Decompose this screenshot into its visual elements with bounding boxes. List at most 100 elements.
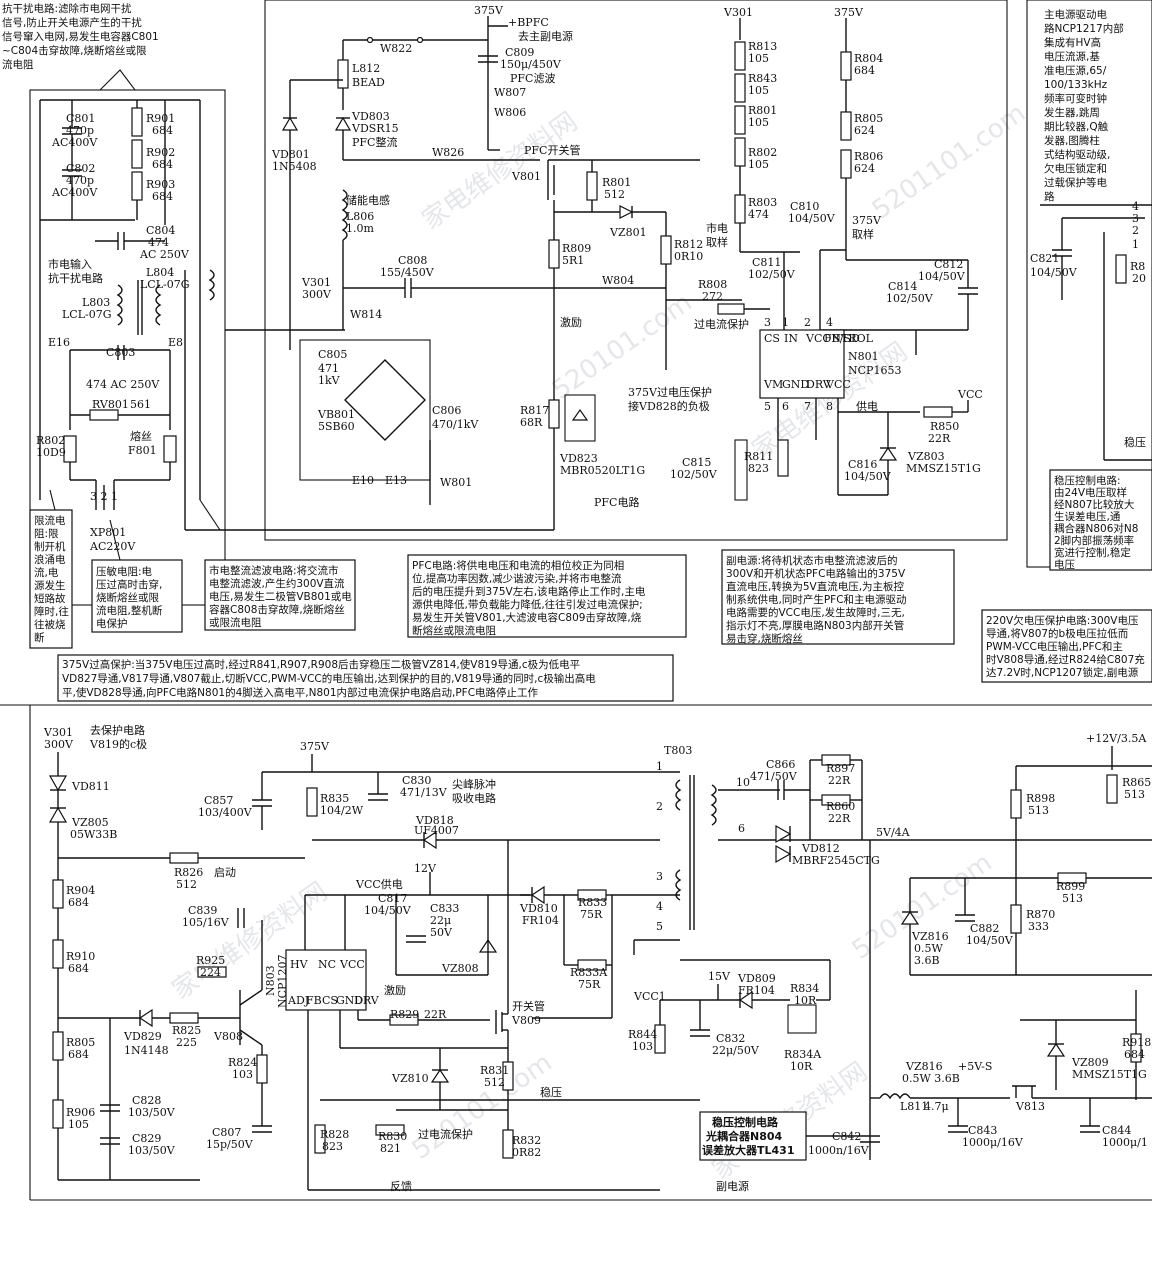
svg-text:压过高时击穿,: 压过高时击穿, bbox=[96, 578, 162, 591]
svg-text:流,电: 流,电 bbox=[34, 566, 59, 579]
svg-text:W822: W822 bbox=[380, 42, 412, 55]
svg-text:C810: C810 bbox=[790, 200, 819, 213]
note-pfc-box bbox=[407, 554, 687, 638]
svg-text:300V: 300V bbox=[302, 288, 332, 301]
svg-text:C833: C833 bbox=[430, 902, 459, 915]
svg-text:823: 823 bbox=[322, 1140, 343, 1153]
svg-text:8: 8 bbox=[826, 400, 833, 413]
svg-text:FR104: FR104 bbox=[738, 984, 775, 997]
svg-text:副电源: 副电源 bbox=[716, 1179, 749, 1193]
svg-text:VZ801: VZ801 bbox=[609, 226, 647, 239]
note-375ov: 375V过高保护:当375V电压过高时,经过R841,R907,R908后击穿稳… bbox=[62, 658, 596, 699]
svg-text:C817: C817 bbox=[378, 892, 407, 905]
svg-text:发器,图腾柱: 发器,图腾柱 bbox=[1044, 134, 1100, 147]
svg-text:VD811: VD811 bbox=[71, 780, 110, 793]
svg-text:R860: R860 bbox=[826, 800, 855, 813]
svg-text:RV801: RV801 bbox=[92, 398, 129, 411]
svg-text:VM: VM bbox=[763, 378, 783, 391]
svg-text:NCP1653: NCP1653 bbox=[848, 364, 901, 377]
svg-text:22μ: 22μ bbox=[430, 914, 451, 927]
svg-text:105: 105 bbox=[68, 1118, 89, 1131]
svg-text:L803: L803 bbox=[82, 296, 110, 309]
svg-text:频率可变时钟: 频率可变时钟 bbox=[1044, 92, 1107, 105]
svg-text:75R: 75R bbox=[578, 978, 601, 991]
svg-text:HV: HV bbox=[290, 958, 309, 971]
svg-text:5: 5 bbox=[764, 400, 771, 413]
svg-text:耦合器N806对N8: 耦合器N806对N8 bbox=[1054, 522, 1138, 535]
svg-text:10D9: 10D9 bbox=[36, 446, 66, 459]
aux-startup: V301 300V 去保护电路 V819的c极 VD811 VZ805 05W3… bbox=[43, 723, 305, 1181]
svg-text:V809: V809 bbox=[511, 1014, 541, 1027]
svg-text:光耦合器N804: 光耦合器N804 bbox=[705, 1129, 783, 1143]
svg-text:R902: R902 bbox=[146, 146, 175, 159]
svg-text:过电流保护: 过电流保护 bbox=[418, 1127, 473, 1141]
svg-text:稳压: 稳压 bbox=[1124, 435, 1146, 449]
svg-text:W826: W826 bbox=[432, 146, 464, 159]
svg-text:F801: F801 bbox=[128, 444, 157, 457]
svg-text:LCL-07G: LCL-07G bbox=[140, 278, 190, 291]
svg-text:1000μ/1: 1000μ/1 bbox=[1102, 1136, 1148, 1149]
svg-text:513: 513 bbox=[1124, 788, 1145, 801]
note-aux: 副电源:将待机状态市电整流滤波后的 300V和开机状态PFC电路输出的375V … bbox=[726, 554, 907, 645]
svg-text:224: 224 bbox=[200, 966, 221, 979]
svg-text:150μ/450V: 150μ/450V bbox=[500, 58, 562, 71]
svg-text:474: 474 bbox=[748, 208, 769, 221]
svg-text:~C804击穿故障,烧断熔丝或限: ~C804击穿故障,烧断熔丝或限 bbox=[2, 44, 147, 57]
bridge-pfc-power: 375V +BPFC 去主副电源 W822 C809 150μ/450V PFC… bbox=[184, 4, 742, 531]
note-ncp1217: 主电源驱动电 路NCP1217内部 集成有HV高 电压流源,基 准电压源,65/… bbox=[1044, 8, 1124, 203]
svg-text:104/50V: 104/50V bbox=[364, 904, 412, 917]
note-limit: 限流电 阻:限 制开机 浪涌电 流,电 源发生 短路故 障时,往 往被烧 断 bbox=[34, 514, 69, 644]
svg-text:375V过高保护:当375V电压过高时,经过R841,R90: 375V过高保护:当375V电压过高时,经过R841,R907,R908后击穿稳… bbox=[62, 658, 580, 671]
svg-text:104/50V: 104/50V bbox=[844, 470, 892, 483]
svg-text:电压,易发生二极管VB801或电: 电压,易发生二极管VB801或电 bbox=[209, 590, 352, 603]
svg-text:103/400V: 103/400V bbox=[198, 806, 253, 819]
svg-text:1000μ/16V: 1000μ/16V bbox=[962, 1136, 1024, 1149]
svg-text:103/50V: 103/50V bbox=[128, 1106, 176, 1119]
svg-text:3.6B: 3.6B bbox=[914, 954, 940, 967]
svg-text:限流电: 限流电 bbox=[34, 514, 66, 527]
svg-text:式结构驱动级,: 式结构驱动级, bbox=[1044, 148, 1110, 161]
svg-text:信号,防止开关电源产生的干扰: 信号,防止开关电源产生的干扰 bbox=[2, 16, 142, 29]
svg-text:V301: V301 bbox=[43, 726, 73, 739]
svg-text:512: 512 bbox=[604, 188, 625, 201]
svg-text:GND: GND bbox=[336, 994, 363, 1007]
svg-text:尖峰脉冲: 尖峰脉冲 bbox=[452, 777, 496, 791]
svg-text:期比较器,Q触: 期比较器,Q触 bbox=[1044, 120, 1109, 133]
svg-text:VCC1: VCC1 bbox=[633, 990, 666, 1003]
svg-text:375V: 375V bbox=[834, 6, 864, 19]
svg-text:易发生开关管V801,大滤波电容C809击穿故障,烧: 易发生开关管V801,大滤波电容C809击穿故障,烧 bbox=[412, 611, 642, 624]
svg-text:启动: 启动 bbox=[214, 866, 236, 879]
svg-text:副电源:将待机状态市电整流滤波后的: 副电源:将待机状态市电整流滤波后的 bbox=[726, 554, 898, 567]
svg-text:R898: R898 bbox=[1026, 792, 1055, 805]
note-220uv: 220V欠电压保护电路:300V电压 导通,将V807的b极电压拉低而 PWM-… bbox=[986, 614, 1145, 679]
svg-text:6: 6 bbox=[738, 822, 745, 835]
svg-text:电保护: 电保护 bbox=[96, 617, 128, 630]
svg-text:PFC滤波: PFC滤波 bbox=[510, 72, 555, 85]
svg-text:VZ816: VZ816 bbox=[911, 930, 949, 943]
svg-text:VD809: VD809 bbox=[737, 972, 776, 985]
svg-text:R834A: R834A bbox=[784, 1048, 822, 1061]
svg-text:达7.2V时,NCP1207锁定,副电源: 达7.2V时,NCP1207锁定,副电源 bbox=[986, 666, 1139, 679]
svg-text:5: 5 bbox=[656, 920, 663, 933]
svg-text:R844: R844 bbox=[628, 1028, 657, 1041]
svg-text:VZ803: VZ803 bbox=[907, 450, 945, 463]
svg-text:512: 512 bbox=[176, 878, 197, 891]
svg-text:R906: R906 bbox=[66, 1106, 95, 1119]
svg-text:22R: 22R bbox=[424, 1008, 447, 1021]
svg-text:NC: NC bbox=[318, 958, 336, 971]
svg-text:C828: C828 bbox=[132, 1094, 161, 1107]
svg-text:PFC电路:将供电电压和电流的相位校正为同相: PFC电路:将供电电压和电流的相位校正为同相 bbox=[412, 559, 624, 572]
svg-text:后的电压提升到375V左右,该电路停止工作时,主电: 后的电压提升到375V左右,该电路停止工作时,主电 bbox=[412, 585, 646, 598]
svg-text:T803: T803 bbox=[664, 744, 692, 757]
right-partial: 4 3 2 1 C821 104/50V R8 20 稳压 bbox=[1030, 200, 1152, 461]
svg-text:市电输入: 市电输入 bbox=[48, 257, 92, 271]
svg-text:R802: R802 bbox=[748, 146, 777, 159]
svg-text:4.7μ: 4.7μ bbox=[924, 1100, 949, 1113]
svg-text:BEAD: BEAD bbox=[352, 76, 385, 89]
svg-text:NCP1207: NCP1207 bbox=[276, 955, 289, 1008]
svg-text:DRV: DRV bbox=[354, 994, 380, 1007]
svg-text:684: 684 bbox=[68, 896, 89, 909]
